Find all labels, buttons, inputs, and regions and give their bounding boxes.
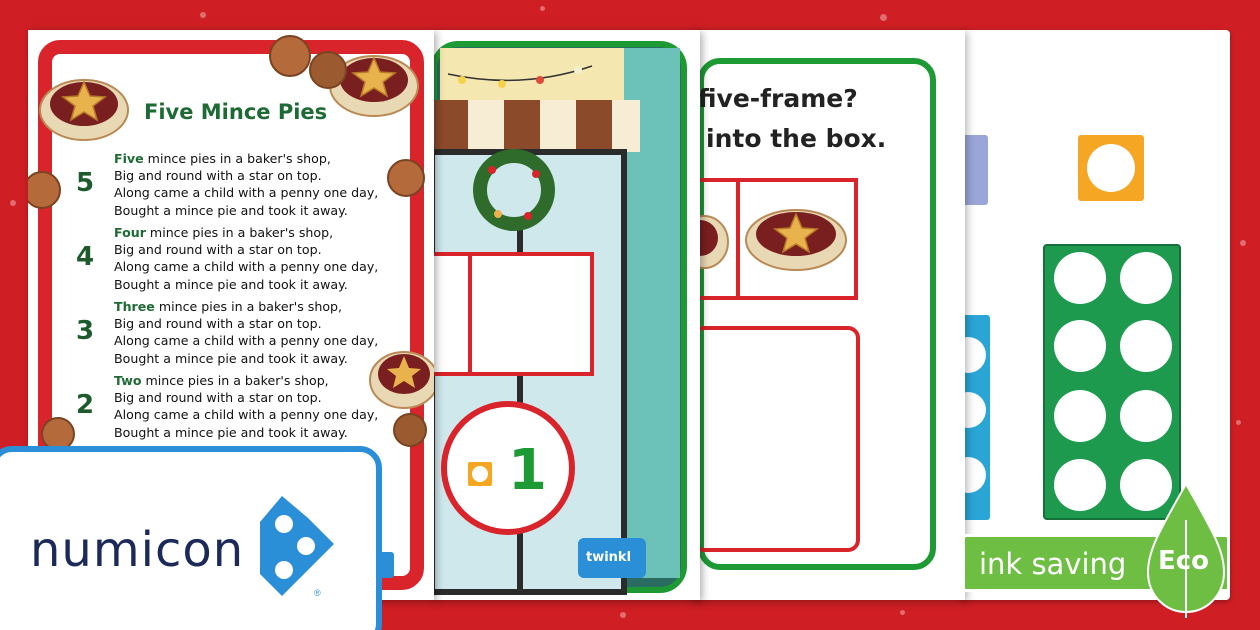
verse-line: Big and round with a star on top.	[114, 390, 322, 406]
twinkl-logo-text: twinkl	[586, 550, 632, 565]
answer-box	[692, 326, 860, 552]
verse-keyword: Four	[114, 225, 146, 240]
mince-pie-icon	[745, 209, 847, 271]
verse-number: 3	[76, 316, 95, 346]
verse-line: mince pies in a baker's shop,	[141, 373, 329, 388]
verse-line: Bought a mince pie and took it away.	[114, 424, 348, 440]
snow-dot	[10, 200, 16, 206]
verse-keyword: Three	[114, 299, 155, 314]
count-circle	[441, 401, 575, 535]
verse-line: Bought a mince pie and took it away.	[114, 202, 348, 218]
penny-coin-icon	[269, 35, 311, 77]
registered-mark: ®	[314, 588, 321, 598]
verse-line: Along came a child with a penny one day,	[114, 407, 379, 423]
numicon-brand-card: numicon ®	[0, 446, 382, 630]
ink-saving-label: ink saving	[979, 547, 1127, 581]
numicon-shapes-page	[960, 30, 1230, 600]
shop-window-art	[432, 30, 700, 600]
worksheet-border	[698, 58, 936, 570]
five-frame-worksheet-page: five-frame? into the box.	[690, 30, 965, 600]
numicon-logo-icon	[260, 496, 334, 596]
snow-dot	[1236, 420, 1241, 425]
penny-coin-icon	[309, 51, 347, 89]
verse-line: Big and round with a star on top.	[114, 316, 322, 332]
verse-line: mince pies in a baker's shop,	[154, 299, 343, 314]
worksheet-instruction-line: into the box.	[706, 124, 887, 153]
mince-pie-icon	[369, 351, 434, 409]
numicon-shapes-art	[960, 135, 1181, 520]
numicon-logo-text: numicon	[30, 522, 245, 578]
verse-keyword: Five	[114, 151, 144, 166]
verse-line: Along came a child with a penny one day,	[114, 333, 379, 349]
verse-lines: Five mince pies in a baker's shop, Big a…	[114, 150, 378, 219]
five-frame-art	[690, 178, 860, 552]
two-box-frame	[432, 252, 594, 376]
snow-dot	[900, 610, 905, 615]
numicon-eight-icon	[1043, 244, 1181, 520]
verse-line: Bought a mince pie and took it away.	[114, 350, 348, 366]
shop-window-card-page: 1 twinkl	[432, 30, 700, 600]
verse-line: Along came a child with a penny one day,	[114, 185, 379, 201]
tab-peek	[378, 552, 394, 578]
verse-line: mince pies in a baker's shop,	[145, 225, 334, 240]
verse-number: 2	[76, 390, 95, 420]
penny-coin-icon	[387, 159, 425, 197]
verse-lines: Three mince pies in a baker's shop, Big …	[114, 298, 378, 367]
eco-badge: Eco	[1158, 546, 1210, 576]
verse-line: Big and round with a star on top.	[114, 242, 322, 258]
verse-number: 5	[76, 168, 95, 198]
verse-line: Big and round with a star on top.	[114, 168, 322, 184]
snow-dot	[200, 12, 206, 18]
leaf-icon	[1146, 481, 1226, 618]
count-number: 1	[508, 438, 547, 503]
mince-pie-icon	[39, 79, 129, 141]
verse-line: Along came a child with a penny one day,	[114, 259, 379, 275]
poem-title: Five Mince Pies	[144, 100, 328, 124]
verse-number: 4	[76, 242, 95, 272]
verse-keyword: Two	[114, 373, 142, 388]
snow-dot	[1240, 240, 1246, 246]
twinkl-logo-icon	[578, 538, 646, 578]
snow-dot	[880, 14, 887, 21]
snow-dot	[540, 6, 545, 11]
poem-decorations	[28, 35, 434, 451]
wreath-icon	[473, 149, 555, 231]
snow-dot	[620, 612, 626, 618]
five-frame	[690, 178, 858, 300]
verse-line: Bought a mince pie and took it away.	[114, 276, 348, 292]
verse-lines: Two mince pies in a baker's shop, Big an…	[114, 372, 378, 441]
penny-coin-icon	[393, 413, 427, 447]
penny-coin-icon	[28, 171, 61, 209]
awning	[432, 100, 640, 152]
verse-lines: Four mince pies in a baker's shop, Big a…	[114, 224, 378, 293]
worksheet-question-line: five-frame?	[698, 84, 858, 113]
numicon-shape-icon	[960, 135, 988, 205]
verse-line: mince pies in a baker's shop,	[143, 151, 331, 166]
